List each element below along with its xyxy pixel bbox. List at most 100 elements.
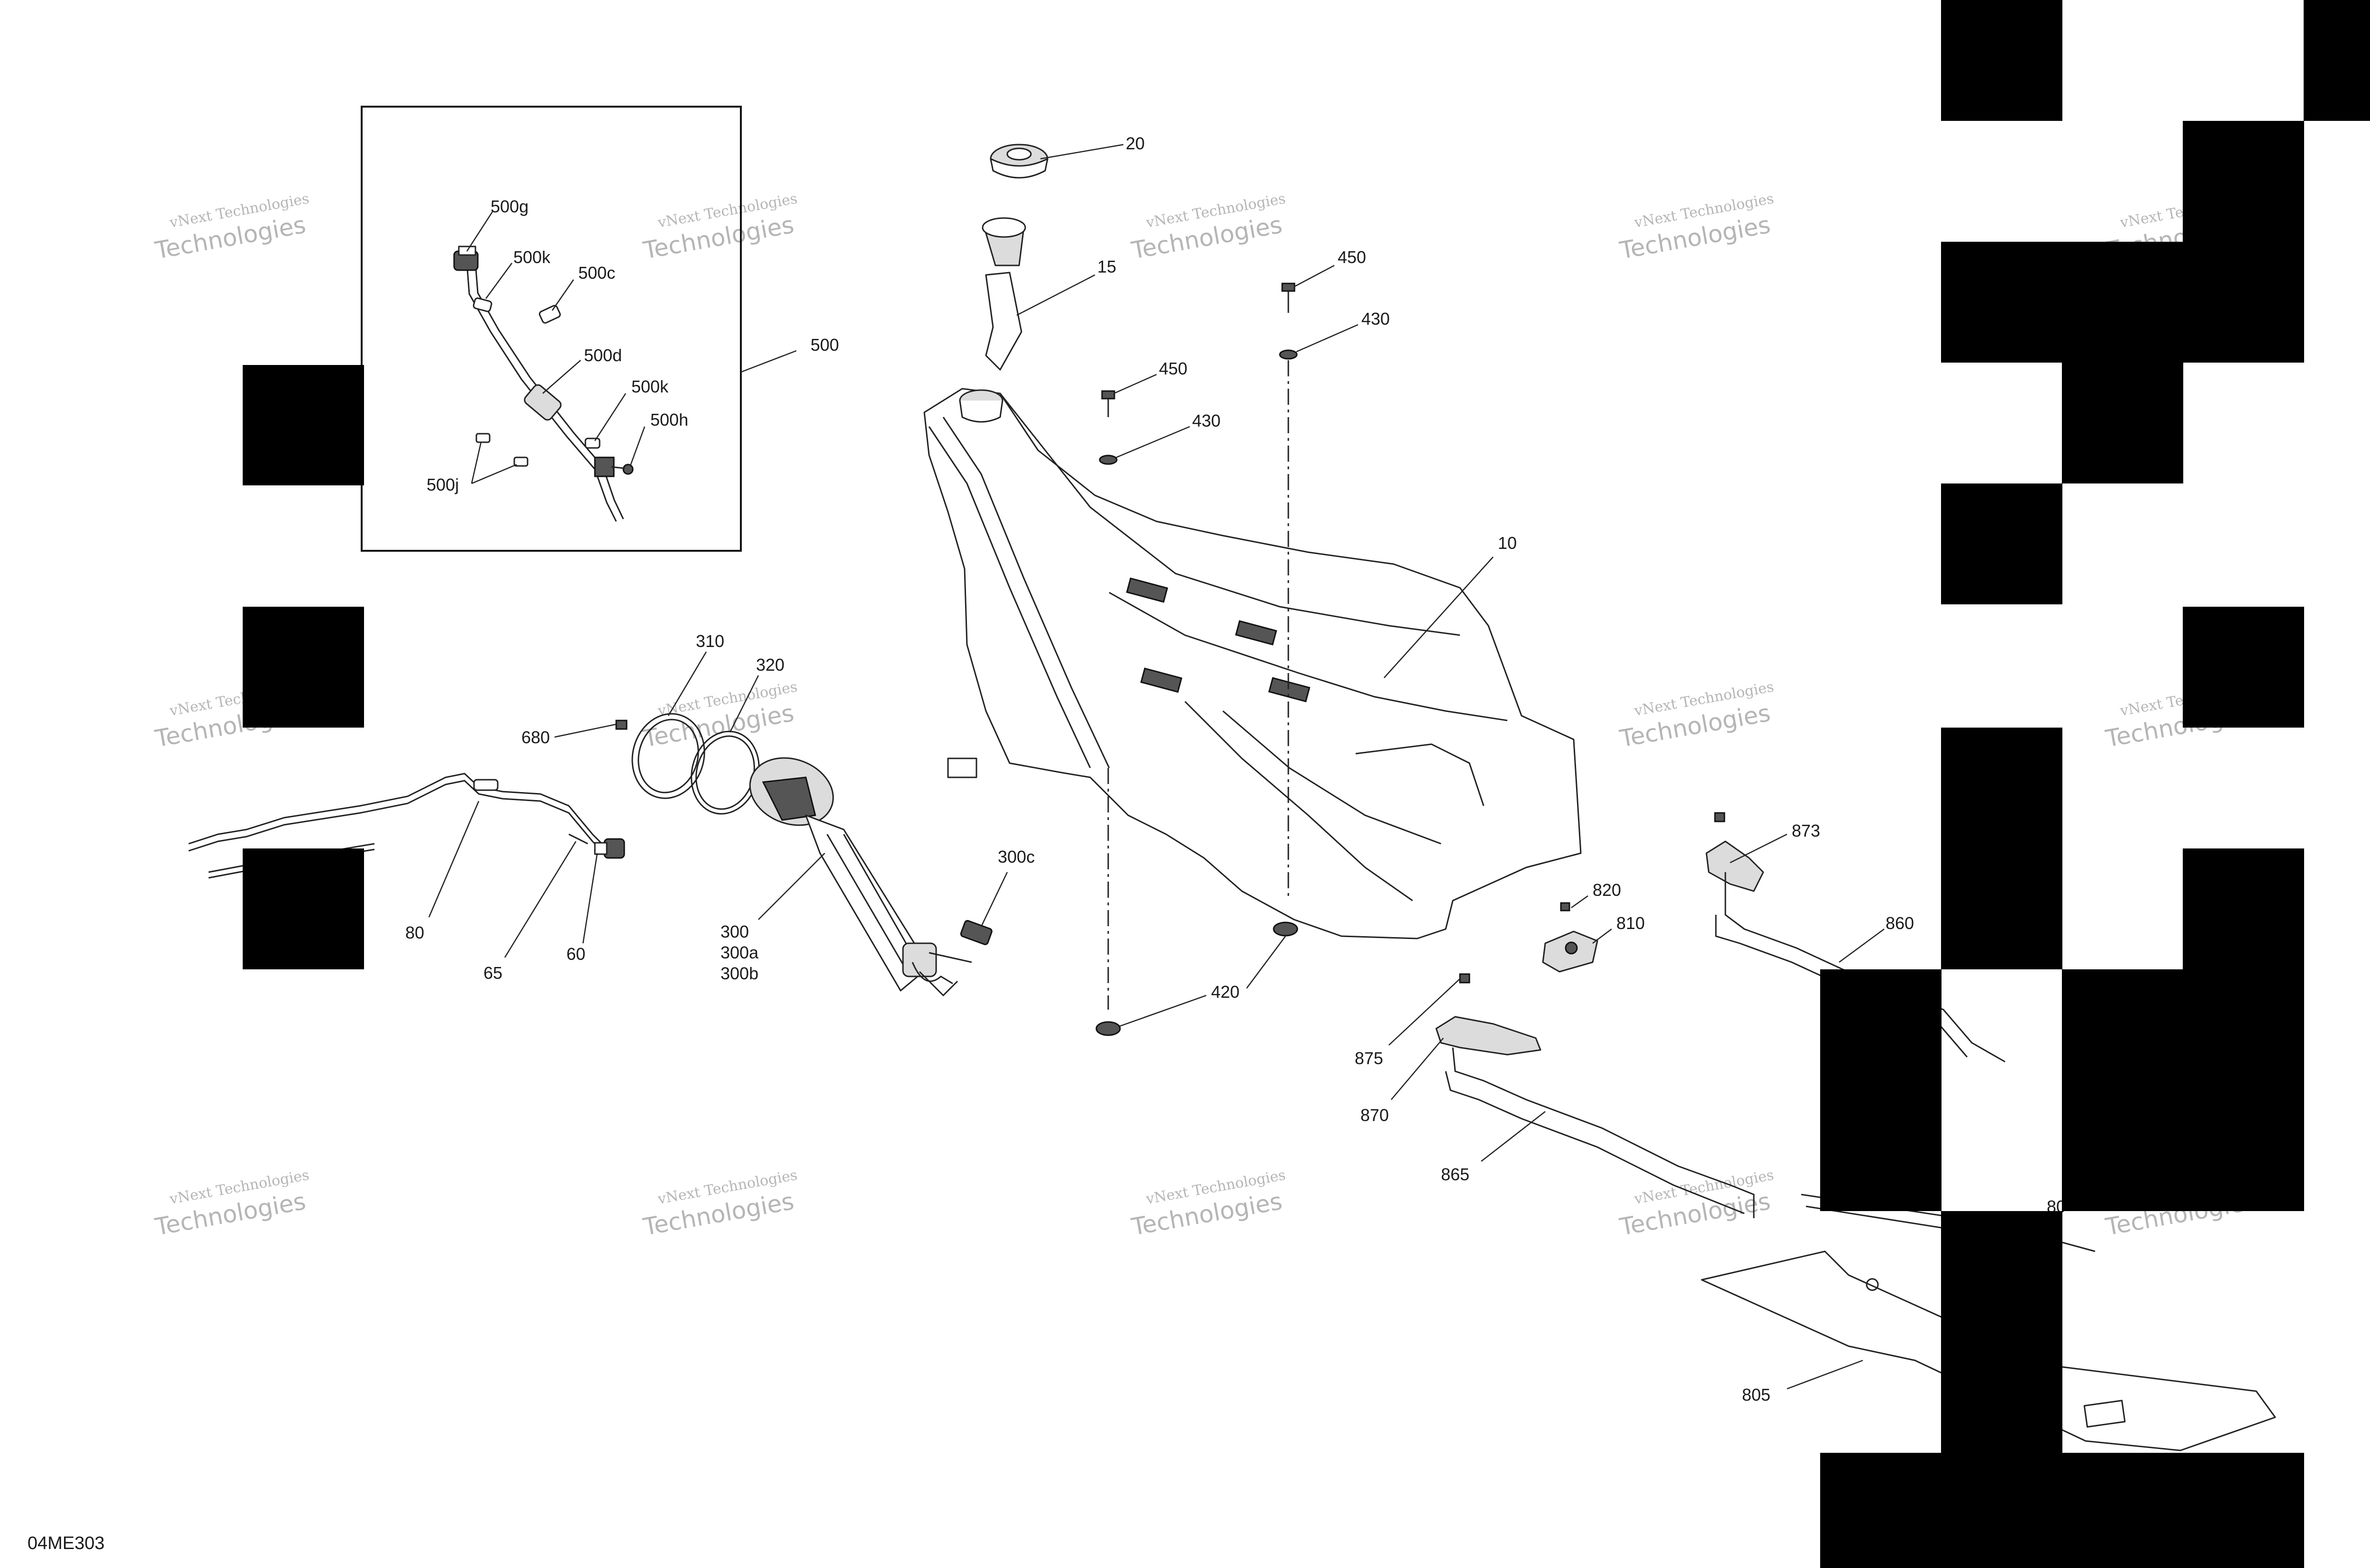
figure-code: 04ME303 [27,1533,105,1553]
strap-group: 873 860 875 870 865 [1355,812,2005,1218]
redaction-block [1941,483,2062,604]
redaction-block [1941,242,2304,363]
fuel-line-group: 60 65 80 [188,773,625,983]
callout-860: 860 [1886,913,1914,933]
watermark: vNext Technologies Technologies [641,191,799,264]
float-300c-part [960,920,993,945]
washer-430-part [1099,455,1118,465]
watermark: vNext Technologies Technologies [1617,679,1775,753]
detail-box-frame [361,106,742,552]
redaction-block [1941,728,2062,969]
watermark: vNext Technologies Technologies [153,1167,310,1241]
callout-500: 500 [811,335,839,355]
clip-500c-part [538,305,561,324]
callout-60: 60 [566,944,585,964]
redaction-block [1820,1453,2304,1568]
callout-20: 20 [1126,134,1145,153]
watermark: vNext Technologies Technologies [1129,1167,1287,1241]
callout-500k: 500k [631,377,669,396]
redaction-block [2062,363,2183,483]
callout-680: 680 [521,728,550,747]
fuel-pump-300-part [749,757,958,997]
callout-300: 300 [720,922,749,941]
watermark: vNext Technologies Technologies [1617,1167,1775,1241]
callout-875: 875 [1355,1048,1383,1068]
grommet-420-part [1095,1021,1121,1036]
fuel-tank-group: 20 15 10 [923,134,1582,1036]
callout-300c: 300c [998,847,1035,866]
grommet-420-part [1273,921,1298,937]
callout-310: 310 [696,631,724,651]
callout-300b: 300b [720,964,758,983]
redaction-block [2304,0,2370,121]
connector-500g-part [453,246,479,271]
screw-680-part [615,720,628,730]
watermark: vNext Technologies Technologies [1129,191,1287,264]
callout-865: 865 [1441,1165,1469,1184]
redaction-block [2183,607,2304,728]
callout-65: 65 [483,963,502,983]
redaction-block [243,607,364,728]
callout-450: 450 [1338,247,1366,267]
callout-873: 873 [1792,821,1820,840]
bracket-870-part [1435,1016,1541,1056]
redaction-block [1941,0,2062,121]
strap-865-part [1452,1047,1755,1218]
clip-500j-part [475,433,491,443]
callout-500k: 500k [513,247,551,267]
strap-860-part [1724,872,2005,1063]
watermark: vNext Technologies Technologies [153,191,310,264]
callout-500j: 500j [427,475,459,494]
filter-500d-part [524,384,562,421]
bracket-873-part [1705,840,1764,892]
callout-500d: 500d [584,346,622,365]
callout-420: 420 [1211,982,1240,1002]
clip-500j-part [513,456,529,467]
screw-450-part [1101,390,1115,417]
fuel-hose-part [474,263,624,520]
float-arm-part [929,952,972,963]
watermark: vNext Technologies Technologies [1617,191,1775,264]
callout-870: 870 [1360,1105,1389,1125]
callout-500c: 500c [578,263,615,283]
callout-320: 320 [756,655,784,675]
redaction-block [2183,848,2304,969]
callout-15: 15 [1097,257,1116,276]
filler-neck-15-part [982,217,1026,371]
clamp-500k-part [584,438,601,449]
callout-805: 805 [1742,1385,1770,1404]
fuel-cap-20-part [990,144,1048,179]
fitting-500h-part [594,456,634,477]
screw-873-part [1714,812,1725,822]
screw-875-part [1459,973,1470,984]
callout-500g: 500g [491,197,529,216]
callout-10: 10 [1498,533,1517,553]
fuel-pump-group: 310 320 680 300c 300 300a 300b [521,631,1035,997]
callout-500h: 500h [650,410,688,429]
redaction-block [2062,969,2304,1211]
washer-430-part [1279,349,1298,360]
callout-820: 820 [1593,880,1621,900]
screw-820-part [1560,902,1570,912]
callout-430: 430 [1192,411,1221,430]
quick-connect-60-part [594,838,625,859]
screw-450-part [1281,283,1295,313]
redaction-block [243,365,364,485]
clamp-65-part [568,833,588,845]
fuel-tank-10-part [923,388,1582,939]
redaction-block [1941,1211,2062,1453]
bracket-810-group: 820 810 [1542,880,1645,973]
callout-810: 810 [1616,913,1645,933]
redaction-blocks [243,0,2370,1568]
detail-box-500: 500g 500k 500c 500d 500k 500h 500j 500 [361,106,839,552]
callout-80: 80 [405,923,424,942]
lock-ring-310-part [631,713,705,799]
redaction-block [243,848,364,969]
fuel-line-80-part [188,773,608,849]
redaction-block [2183,121,2304,242]
redaction-block [1820,969,1942,1211]
callout-430: 430 [1361,309,1390,328]
clamp-500k-part [473,297,492,312]
